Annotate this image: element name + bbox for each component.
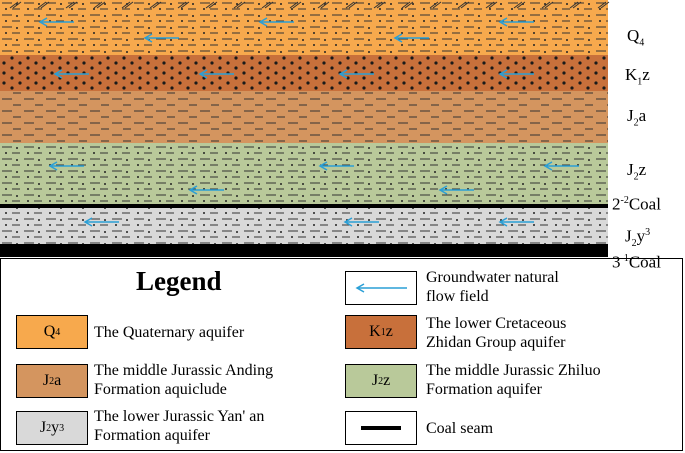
surface-mark bbox=[373, 1, 383, 9]
surface-mark bbox=[93, 1, 103, 9]
surface-mark bbox=[68, 1, 78, 9]
flow-arrow bbox=[48, 161, 84, 171]
surface-mark bbox=[292, 1, 302, 9]
flow-arrow bbox=[438, 185, 474, 195]
stratigraphic-section bbox=[0, 0, 610, 257]
surface-mark bbox=[208, 1, 218, 9]
layer-label-k1z: K1z bbox=[625, 65, 650, 88]
flow-arrow bbox=[53, 69, 89, 79]
surface-mark bbox=[485, 1, 495, 9]
surface-mark bbox=[401, 1, 411, 9]
surface-mark bbox=[205, 1, 215, 9]
flow-arrow bbox=[198, 69, 234, 79]
groundwater-flow-arrows bbox=[38, 17, 579, 227]
coal-seam-icon bbox=[361, 426, 401, 430]
flow-arrow bbox=[338, 69, 374, 79]
legend-text-j2a: The middle Jurassic Anding Formation aqu… bbox=[94, 362, 274, 398]
surface-mark bbox=[429, 1, 439, 9]
surface-mark bbox=[149, 1, 159, 9]
surface-mark bbox=[289, 1, 299, 9]
legend-text-coal: Coal seam bbox=[426, 420, 494, 437]
surface-mark bbox=[345, 1, 355, 9]
legend-title: Legend bbox=[136, 266, 222, 296]
surface-mark bbox=[348, 1, 358, 9]
surface-mark bbox=[376, 1, 386, 9]
layer-label-coal-2-2: 2-2Coal bbox=[612, 194, 661, 214]
legend-text-j2y3: The lower Jurassic Yan' an Formation aqu… bbox=[94, 408, 265, 444]
legend-text-q4: The Quaternary aquifer bbox=[94, 324, 245, 341]
layer-k1z-texture bbox=[0, 55, 608, 91]
legend-panel bbox=[0, 258, 683, 451]
surface-mark bbox=[236, 1, 246, 9]
layer-label-j2a: J2a bbox=[627, 106, 647, 129]
surface-mark bbox=[96, 1, 106, 9]
surface-mark bbox=[544, 1, 554, 9]
coal-seam-2-2 bbox=[0, 204, 608, 208]
flow-arrow bbox=[318, 161, 354, 171]
flow-arrow bbox=[393, 33, 429, 43]
flow-arrow bbox=[143, 33, 179, 43]
surface-mark bbox=[65, 1, 75, 9]
layer-q4-texture bbox=[0, 0, 608, 55]
coal-seam-3-1 bbox=[0, 244, 608, 257]
surface-mark bbox=[233, 1, 243, 9]
surface-mark bbox=[177, 1, 187, 9]
surface-mark bbox=[180, 1, 190, 9]
surface-mark bbox=[12, 1, 22, 9]
legend-swatch-coal bbox=[345, 411, 417, 445]
layer-label-q4: Q4 bbox=[627, 26, 645, 49]
layer-j2z-texture bbox=[0, 143, 608, 204]
layer-label-j2y3: J2y3 bbox=[625, 226, 651, 250]
flow-arrow bbox=[258, 17, 294, 27]
legend-text-flow: Groundwater natural flow field bbox=[426, 269, 559, 305]
surface-mark bbox=[572, 1, 582, 9]
legend-text-j2z: The middle Jurassic Zhiluo Formation aqu… bbox=[426, 362, 601, 398]
surface-mark bbox=[569, 1, 579, 9]
surface-mark bbox=[457, 1, 467, 9]
flow-arrow bbox=[498, 217, 534, 227]
flow-arrow-icon bbox=[355, 283, 407, 293]
surface-mark bbox=[261, 1, 271, 9]
surface-mark bbox=[513, 1, 523, 9]
legend-swatch-flow bbox=[345, 271, 417, 305]
surface-mark bbox=[432, 1, 442, 9]
surface-mark bbox=[320, 1, 330, 9]
surface-mark bbox=[152, 1, 162, 9]
surface-soil-marks bbox=[9, 1, 610, 9]
surface-mark bbox=[121, 1, 131, 9]
layer-label-j2z: J2z bbox=[627, 160, 647, 183]
surface-mark bbox=[488, 1, 498, 9]
layer-j2a-texture bbox=[0, 91, 608, 143]
surface-mark bbox=[264, 1, 274, 9]
flow-arrow bbox=[83, 217, 119, 227]
legend-text-k1z: The lower Cretaceous Zhidan Group aquife… bbox=[426, 315, 567, 351]
surface-mark bbox=[40, 1, 50, 9]
surface-mark bbox=[597, 1, 607, 9]
surface-mark bbox=[9, 1, 19, 9]
flow-arrow bbox=[498, 69, 534, 79]
surface-mark bbox=[37, 1, 47, 9]
flow-arrow bbox=[38, 17, 74, 27]
surface-mark bbox=[460, 1, 470, 9]
flow-arrow bbox=[498, 17, 534, 27]
flow-arrow bbox=[543, 161, 579, 171]
surface-mark bbox=[541, 1, 551, 9]
flow-arrow bbox=[343, 217, 379, 227]
surface-mark bbox=[516, 1, 526, 9]
flow-arrow bbox=[188, 185, 224, 195]
surface-mark bbox=[404, 1, 414, 9]
surface-mark bbox=[317, 1, 327, 9]
surface-mark bbox=[600, 1, 610, 9]
surface-mark bbox=[124, 1, 134, 9]
